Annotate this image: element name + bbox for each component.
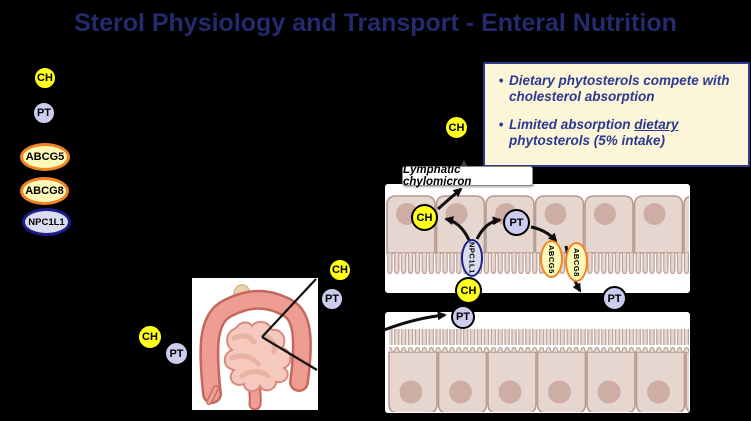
ch-in-lymph: CH xyxy=(444,115,469,140)
bullet-item: • Dietary phytosterols compete with chol… xyxy=(493,73,740,106)
arrow-pt-to-abcg5-abcg8 xyxy=(530,225,558,243)
bullet2-underlined: dietary xyxy=(634,116,679,132)
abcg5-transporter: ABCG5 xyxy=(540,240,563,278)
epithelial-cell xyxy=(683,195,689,254)
pt-dietary-mid: PT xyxy=(320,287,344,311)
zoom-wedge-lines xyxy=(261,278,318,371)
npc1l1-transporter: NPC1L1 xyxy=(461,239,483,277)
abcg8-transporter: ABCG8 xyxy=(565,242,588,282)
arrow-ch-to-chylomicron xyxy=(437,187,463,211)
pt-effluxed-to-lumen: PT xyxy=(602,286,627,311)
epithelial-cell xyxy=(437,351,488,412)
bullet1-text: Dietary phytosterols compete with choles… xyxy=(509,73,730,105)
bullet-glyph: • xyxy=(498,73,504,88)
bullet2-pre: Limited absorption xyxy=(509,116,635,132)
ch-dietary-left: CH xyxy=(137,324,163,350)
intestine-illustration xyxy=(199,278,318,411)
arrow-dietary-sterols-into-lumen xyxy=(383,311,447,332)
lymphatic-chylomicron-label: Lymphatic chylomicron xyxy=(402,164,533,188)
page-title: Sterol Physiology and Transport - Entera… xyxy=(74,9,677,37)
small-intestine-coils xyxy=(229,333,277,379)
legend-abcg5-chip: ABCG5 xyxy=(20,143,70,171)
legend-abcg8-chip: ABCG8 xyxy=(20,177,69,205)
ch-in-lumen: CH xyxy=(455,277,482,304)
brush-border-top xyxy=(387,253,689,276)
epithelial-cell xyxy=(388,351,438,412)
legend-ch-chip: CH xyxy=(33,66,57,90)
key-points-box: • Dietary phytosterols compete with chol… xyxy=(483,62,750,167)
ch-in-enterocyte: CH xyxy=(411,204,438,231)
legend-npc1l1-chip: NPC1L1 xyxy=(22,208,71,236)
bullet2-post: phytosterols (5% intake) xyxy=(509,133,666,149)
epithelial-cell xyxy=(586,351,636,412)
bullet-glyph: • xyxy=(498,116,504,132)
epithelial-cell xyxy=(487,351,537,412)
legend-pt-chip: PT xyxy=(32,101,56,125)
pt-in-lumen: PT xyxy=(451,305,475,329)
epithelial-cell xyxy=(635,351,686,412)
epithelial-cell xyxy=(536,351,587,412)
bullet2-text: Limited absorption dietary phytosterols … xyxy=(509,117,740,150)
pt-in-enterocyte: PT xyxy=(503,209,530,236)
epithelial-cell xyxy=(685,351,689,412)
intestine-panel xyxy=(192,278,318,411)
enterocyte-row-bottom xyxy=(388,329,689,412)
epithelial-cell xyxy=(633,195,684,254)
arrow-npc1l1-to-pt xyxy=(475,216,502,240)
arrow-npc1l1-to-ch xyxy=(444,216,471,241)
bullet-item: • Limited absorption dietary phytosterol… xyxy=(493,117,740,150)
ch-dietary-mid: CH xyxy=(328,258,352,282)
pt-dietary-left: PT xyxy=(164,341,189,366)
epithelial-cell xyxy=(584,195,634,254)
brush-border-bottom xyxy=(389,329,689,352)
